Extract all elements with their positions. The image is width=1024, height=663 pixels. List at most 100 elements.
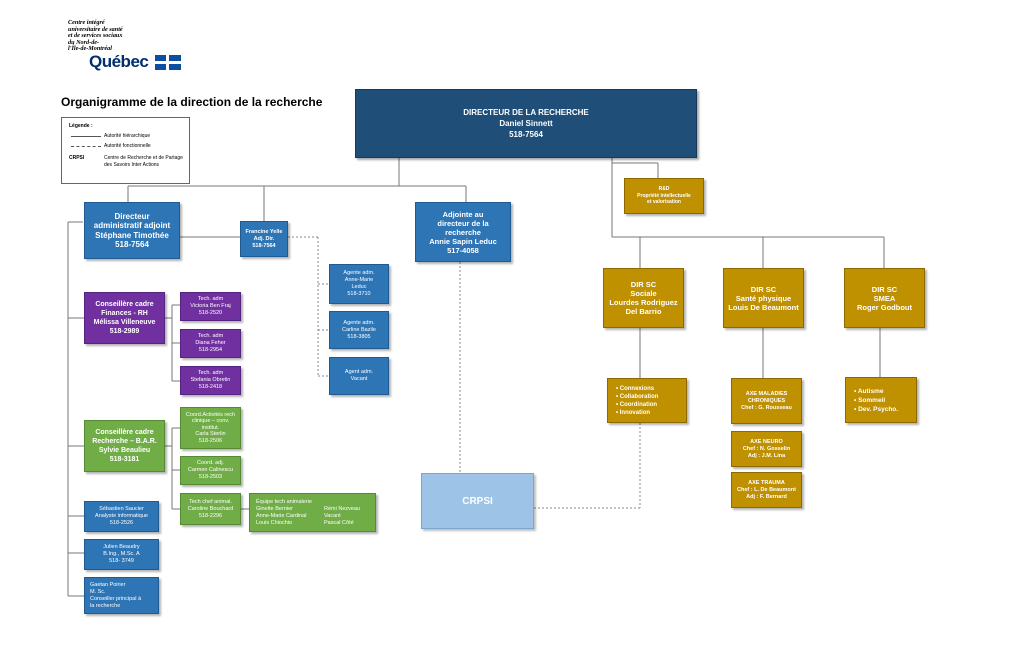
box-crpsi: CRPSI xyxy=(421,473,534,529)
box-line: Caroline Bouchard xyxy=(187,505,234,512)
box-line: 518-3710 xyxy=(347,291,371,297)
box-line: CHRONIQUES xyxy=(747,397,786,404)
box-line: DIR SC xyxy=(750,284,777,294)
box-line: AXE MALADIES xyxy=(745,390,788,397)
quebec-logo: Centre intégré universitaire de santé et… xyxy=(62,19,192,71)
box-equipe-animalerie: Équipe tech animalerie Ginette Bernier A… xyxy=(249,493,376,532)
box-rd: R&D Propriété intellectuelle et valorisa… xyxy=(624,178,704,214)
box-line: 518-2296 xyxy=(198,512,223,519)
box-techchef-bouchard: Tech chef animal. Caroline Bouchard 518-… xyxy=(180,493,241,525)
box-line: administratif adjoint xyxy=(93,221,171,230)
box-line: DIR SC xyxy=(630,280,657,289)
box-line: R&D xyxy=(658,186,670,193)
box-line: Finances - RH xyxy=(101,310,148,317)
box-line: Lourdes Rodriguez xyxy=(609,298,678,307)
equipe-member: Louis Chiochio xyxy=(256,519,293,526)
box-dirsc-sociale: DIR SC Sociale Lourdes Rodriguez Del Bar… xyxy=(603,268,684,328)
box-line: 518-7564 xyxy=(509,130,543,139)
equipe-member: Rémi Nezveau xyxy=(324,505,361,512)
box-line: Conseillère cadre xyxy=(95,429,154,436)
box-sociale-list: • Connexions • Collaboration • Coordinat… xyxy=(607,378,687,423)
list-item: • Autisme xyxy=(854,387,884,395)
equipe-member: Vacant xyxy=(324,512,341,519)
box-line: recherche xyxy=(445,227,481,237)
box-adjointe: Adjointe au directeur de la recherche An… xyxy=(415,202,511,262)
box-line: Anne-Marie xyxy=(344,277,374,283)
legend-dashed-label: Autorité fonctionnelle xyxy=(104,143,151,149)
box-line: Agente adm. xyxy=(343,319,375,326)
box-sebastien: Sébastien Saucier Analyste informatique … xyxy=(84,501,159,532)
box-axe-trauma: AXE TRAUMA Chef : L. De Beaumont Adj : F… xyxy=(731,472,802,508)
list-item: • Dev. Psycho. xyxy=(854,405,899,413)
box-line: Louis De Beaumont xyxy=(728,302,799,312)
equipe-member: Anne-Marie Cardinal xyxy=(256,512,307,519)
legend-dashed-line-icon xyxy=(71,146,101,147)
box-line: Adj : J.M. Lina xyxy=(747,452,786,459)
logo-line: du Nord-de- xyxy=(68,38,100,46)
legend-heading: Légende : xyxy=(69,123,93,129)
box-line: institut. xyxy=(201,424,220,431)
box-line: 518-7564 xyxy=(252,242,276,249)
box-axe-neuro: AXE NEURO Chef : N. Gosselin Adj : J.M. … xyxy=(731,431,802,467)
box-tech-benfraj: Tech. adm Victoria Ben Fraj 518-2520 xyxy=(180,292,241,321)
box-line: AXE TRAUMA xyxy=(748,479,785,486)
box-gaetan: Gaetan Poirier M. Sc. Conseiller princip… xyxy=(84,577,159,614)
box-line: Francine Yelle xyxy=(245,228,283,235)
box-line: 518-7564 xyxy=(115,240,149,249)
equipe-title: Équipe tech animalerie xyxy=(256,498,312,505)
box-coord-sterlin: Coord.Activités rech clinique – conv. in… xyxy=(180,407,241,449)
list-item: • Coordination xyxy=(616,401,658,408)
box-tech-feher: Tech. adm Diana Feher 518-2954 xyxy=(180,329,241,358)
box-director: DIRECTEUR DE LA RECHERCHE Daniel Sinnett… xyxy=(355,89,697,158)
box-agent-vacant: Agent adm. Vacant xyxy=(329,357,389,395)
box-line: Stéphane Timothée xyxy=(95,230,169,240)
box-line: Victoria Ben Fraj xyxy=(190,303,231,309)
box-line: Chef : L. De Beaumont xyxy=(737,486,796,493)
box-line: 518-2520 xyxy=(198,310,223,316)
logo-line: et de services sociaux xyxy=(68,32,123,40)
box-line: Conseiller principal à xyxy=(90,595,142,602)
box-line: Daniel Sinnett xyxy=(499,119,553,128)
legend-abbr: CRPSI xyxy=(69,155,85,161)
box-line: Tech. adm xyxy=(197,296,224,302)
box-line: Leduc xyxy=(351,284,367,290)
box-line: Gaetan Poirier xyxy=(90,581,126,588)
box-tech-obretin: Tech. adm Stefania Obretin 518-2418 xyxy=(180,366,241,395)
box-line: Analyste informatique xyxy=(95,513,148,519)
box-line: 518-2503 xyxy=(198,474,223,480)
page-title: Organigramme de la direction de la reche… xyxy=(61,95,323,109)
box-line: Chef : N. Gosselin xyxy=(742,445,791,452)
box-line: 517-4058 xyxy=(447,245,479,255)
box-line: Agente adm. xyxy=(343,270,375,276)
box-bar: Conseillère cadre Recherche – B.A.R. Syl… xyxy=(84,420,165,472)
list-item: • Collaboration xyxy=(616,393,659,400)
box-line: DIR SC xyxy=(871,284,898,294)
box-line: 518-2954 xyxy=(198,347,223,353)
box-line: et valorisation xyxy=(647,199,681,206)
box-line: Tech. adm xyxy=(197,370,224,376)
box-line: Del Barrio xyxy=(625,307,662,316)
box-line: Santé physique xyxy=(735,293,792,303)
box-adj-admin: Directeur administratif adjoint Stéphane… xyxy=(84,202,180,259)
equipe-col-1: Ginette Bernier Anne-Marie Cardinal Loui… xyxy=(256,506,324,527)
box-line: Carmen Calinescu xyxy=(187,467,234,473)
logo-line: Centre intégré xyxy=(68,19,105,26)
box-line: 518-3181 xyxy=(109,456,140,463)
box-line: Recherche – B.A.R. xyxy=(92,438,157,445)
box-line: Conseillère cadre xyxy=(95,301,154,308)
box-agente-leduc: Agente adm. Anne-Marie Leduc 518-3710 xyxy=(329,264,389,304)
box-line: AXE NEURO xyxy=(750,438,783,445)
equipe-member: Pascal Côté xyxy=(324,519,354,526)
box-line: la recherche xyxy=(90,602,121,609)
box-rh: Conseillère cadre Finances - RH Mélissa … xyxy=(84,292,165,344)
box-line: Tech chef animal. xyxy=(189,498,232,505)
box-line: 518- 3749 xyxy=(109,558,134,564)
box-axe-maladies: AXE MALADIES CHRONIQUES Chef : G. Rousse… xyxy=(731,378,802,424)
box-line: Diana Feher xyxy=(195,340,226,346)
box-line: 518-2989 xyxy=(109,328,140,335)
box-francine: Francine Yelle Adj. Dir. 518-7564 xyxy=(240,221,288,257)
box-line: Coord. adj. xyxy=(197,460,224,466)
logo-line: universitaire de santé xyxy=(68,25,123,33)
box-line: clinique – conv. xyxy=(191,418,230,425)
